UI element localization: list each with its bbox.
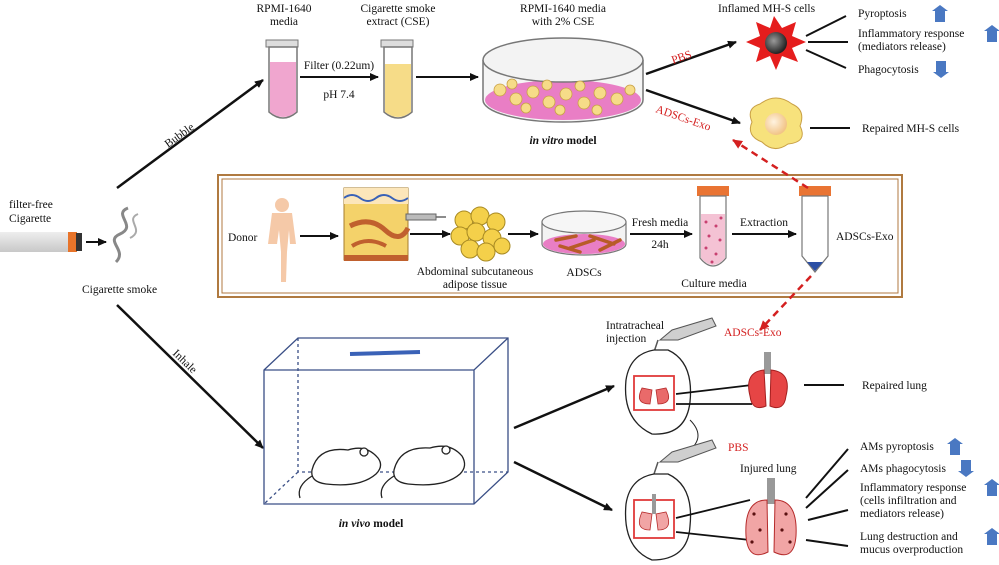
injured-lung-icon: [745, 478, 797, 556]
adipose-label-2: adipose tissue: [443, 279, 507, 291]
up-arrow-icon: [947, 438, 963, 455]
exo-tube-icon: [799, 186, 831, 273]
arrow-vivo-pbs: [513, 460, 613, 512]
zoom-line-injured-1: [675, 499, 751, 519]
adipose-label-1: Abdominal subcutaneous: [417, 266, 534, 278]
up-arrow-icon: [984, 528, 999, 545]
down-arrow-icon: [958, 460, 974, 477]
up-arrow-icon: [932, 5, 948, 22]
repaired-cells-label: Repaired MH-S cells: [862, 123, 960, 135]
mouse-icon-2: [380, 445, 466, 499]
exo-vitro-label: ADSCs-Exo: [654, 103, 713, 133]
adsc-box-inner-border: [221, 178, 899, 294]
vitro-outcome-text: Phagocytosis: [858, 64, 919, 76]
adipose-tissue-icon: [343, 187, 446, 261]
fresh-media-label: Fresh media: [632, 217, 689, 229]
fat-cells-icon: [450, 206, 511, 262]
extraction-label: Extraction: [740, 217, 788, 229]
up-arrow-icon: [984, 25, 999, 42]
dashed-arrow-exo-vivo: [759, 275, 812, 331]
intratracheal-label-1: Intratracheal: [606, 320, 664, 332]
culture-tube-icon: [697, 186, 729, 267]
inflamed-cells-label: Inflamed MH-S cells: [718, 3, 816, 15]
exo-vivo-label: ADSCs-Exo: [724, 327, 782, 339]
vitro-outcome-text: Inflammatory response(mediators release): [858, 28, 964, 53]
repaired-lung-icon: [748, 352, 788, 409]
arrow-bubble: [116, 78, 264, 190]
ph-label: pH 7.4: [323, 89, 355, 101]
repaired-cell-icon: [749, 97, 803, 149]
vivo-outcome-text: AMs pyroptosis: [860, 441, 934, 453]
mouse-top-injured-icon: [624, 473, 692, 561]
24h-label: 24h: [651, 239, 669, 251]
injured-lung-label: Injured lung: [740, 463, 797, 475]
culture-media-label: Culture media: [681, 278, 746, 290]
syringe-bottom-icon: [653, 439, 717, 475]
arrow-vivo-exo: [513, 384, 615, 430]
mouse-cage-icon: [263, 337, 509, 505]
mouse-icon-1: [298, 447, 382, 499]
adscs-dish-icon: [541, 210, 627, 256]
donor-figure-icon: [268, 198, 296, 282]
cigarette-label-2: Cigarette: [9, 213, 51, 225]
vivo-outcome-text: Inflammatory response(cells infiltration…: [860, 482, 966, 520]
pbs-vivo-label: PBS: [728, 442, 748, 454]
zoom-line-injured-2: [675, 531, 751, 541]
dashed-arrow-exo-vitro: [732, 138, 809, 190]
cse-label-2: extract (CSE): [367, 16, 430, 28]
cse-label-1: Cigarette smoke: [360, 3, 435, 15]
in-vitro-label: in vitro model: [529, 135, 596, 147]
cigarette-label-1: filter-free: [9, 199, 53, 211]
filter-label: Filter (0.22um): [304, 60, 374, 72]
arrow-inhale: [116, 304, 264, 449]
petri-dish-icon: [482, 37, 644, 123]
donor-label: Donor: [228, 232, 258, 244]
cigarette-icon: [0, 206, 139, 264]
adscs-exo-box-label: ADSCs-Exo: [836, 231, 894, 243]
arrow-pbs-inflamed: [645, 40, 737, 76]
rpmi-tube-icon: [265, 39, 299, 119]
adscs-label: ADSCs: [566, 267, 602, 279]
cage-lid-bar: [349, 350, 421, 356]
vitro-outcome-lines: [805, 15, 850, 129]
up-arrow-icon: [984, 479, 999, 496]
arrow-exo-repaired: [645, 88, 741, 125]
rpmi-cse-label-1: RPMI-1640 media: [520, 3, 606, 15]
intratracheal-label-2: injection: [606, 333, 646, 345]
cigarette-smoke-label: Cigarette smoke: [82, 284, 157, 296]
mouse-top-repaired-icon: [624, 349, 699, 451]
down-arrow-icon: [933, 61, 949, 78]
in-vivo-label: in vivo model: [339, 518, 404, 530]
inflamed-cell-icon: [746, 16, 806, 70]
rpmi-cse-label-2: with 2% CSE: [532, 16, 595, 28]
bubble-label: Bubble: [163, 121, 197, 150]
rpmi-label-2: media: [270, 16, 298, 28]
repaired-lung-label: Repaired lung: [862, 380, 927, 392]
vivo-outcome-text: AMs phagocytosis: [860, 463, 946, 475]
pbs-vitro-label: PBS: [670, 49, 693, 67]
rpmi-label-1: RPMI-1640: [257, 3, 312, 15]
vivo-outcome-lines: [805, 448, 849, 547]
vitro-outcome-text: Pyroptosis: [858, 8, 907, 20]
cse-tube-icon: [380, 39, 414, 119]
zoom-line-repaired-1: [675, 384, 753, 395]
